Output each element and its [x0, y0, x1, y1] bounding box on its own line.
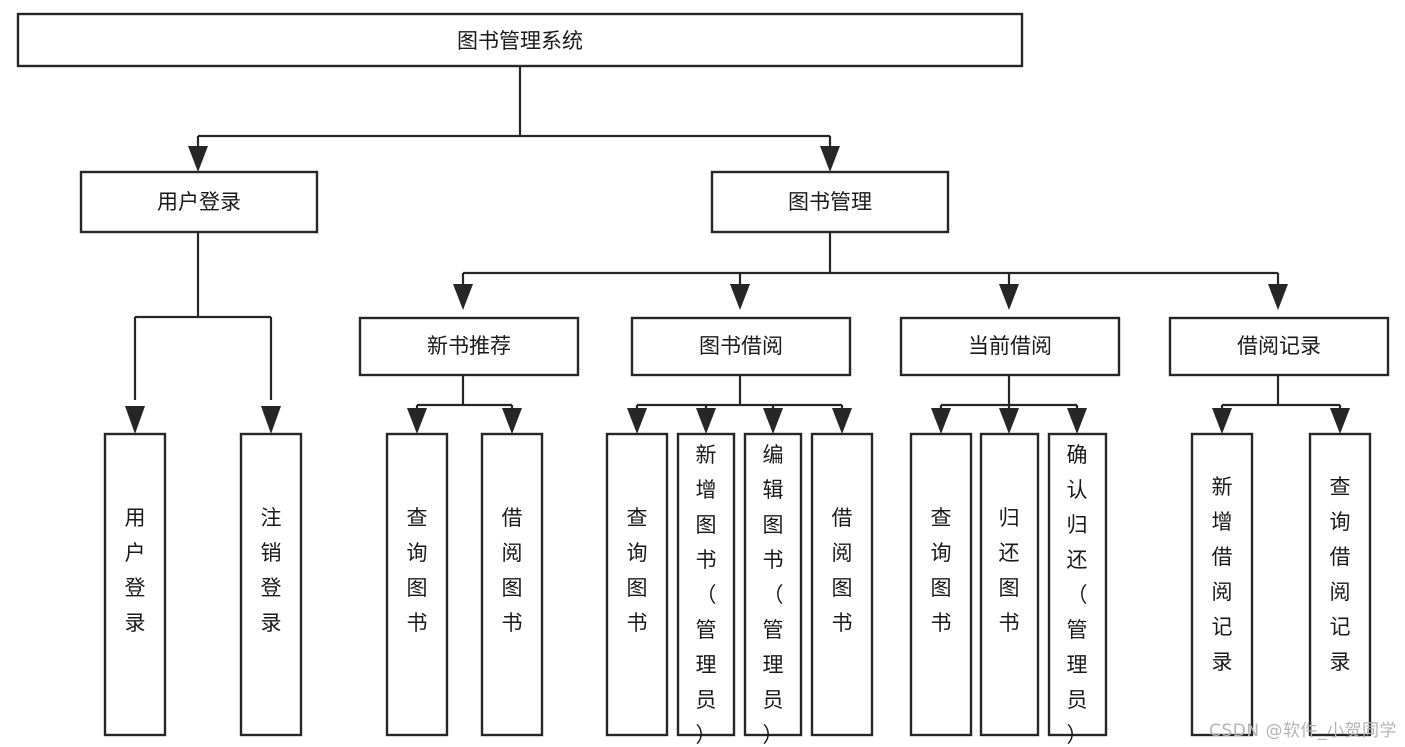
node-new-book-recommend-label: 新书推荐 — [427, 334, 511, 358]
node-current-borrow[interactable]: 当前借阅 — [899, 316, 1121, 377]
node-leaf-add-book-label: 新增图书（管理员） — [696, 443, 717, 747]
arrowhead-layer — [125, 146, 1350, 434]
edge-borrowrecord-to-leaf-bus — [1220, 375, 1342, 424]
node-new-book-recommend[interactable]: 新书推荐 — [358, 316, 580, 377]
node-leaf-user-login-label: 用户登录 — [125, 506, 146, 635]
node-book-management-label: 图书管理 — [788, 190, 872, 214]
node-leaf-query-record-label: 查询借阅记录 — [1330, 475, 1351, 674]
node-leaf-edit-book-label: 编辑图书（管理员） — [763, 443, 784, 747]
arrowhead-icon — [999, 284, 1019, 310]
node-leaf-query-book-1-label: 查询图书 — [407, 506, 428, 635]
node-leaf-query-book-3-label: 查询图书 — [931, 506, 952, 635]
edge-bookborrow-to-leaf-bus — [635, 375, 844, 424]
arrowhead-icon — [502, 408, 522, 434]
node-leaf-user-login-box[interactable] — [103, 432, 167, 737]
arrowhead-icon — [125, 406, 145, 434]
node-leaf-logout-login-box[interactable] — [239, 432, 303, 737]
edge-userlogin-to-leaf-bus — [133, 232, 273, 400]
node-leaf-query-book-3-box[interactable] — [909, 432, 973, 737]
arrowhead-icon — [188, 146, 208, 172]
node-leaf-add-record[interactable]: 新增借阅记录 — [1190, 432, 1254, 737]
node-leaf-user-login[interactable]: 用户登录 — [103, 432, 167, 737]
arrowhead-icon — [763, 408, 783, 434]
node-book-borrow-box[interactable] — [630, 316, 852, 377]
arrowhead-icon — [407, 408, 427, 434]
arrowhead-icon — [1067, 408, 1087, 434]
arrowhead-icon — [696, 408, 716, 434]
node-leaf-query-book-3[interactable]: 查询图书 — [909, 432, 973, 737]
node-leaf-borrow-book-1[interactable]: 借阅图书 — [480, 432, 544, 737]
node-book-management-box[interactable] — [710, 170, 950, 234]
arrowhead-icon — [453, 284, 473, 310]
node-leaf-edit-book-box[interactable] — [743, 432, 803, 737]
node-book-borrow-label: 图书借阅 — [699, 334, 783, 358]
node-root[interactable]: 图书管理系统 — [16, 12, 1024, 68]
node-leaf-borrow-book-1-label: 借阅图书 — [502, 506, 523, 635]
node-leaf-query-book-2-box[interactable] — [605, 432, 669, 737]
node-current-borrow-box[interactable] — [899, 316, 1121, 377]
node-leaf-add-book-box[interactable] — [676, 432, 736, 737]
node-leaf-borrow-book-2-label: 借阅图书 — [832, 506, 853, 635]
node-leaf-logout-login[interactable]: 注销登录 — [239, 432, 303, 737]
node-leaf-query-book-2[interactable]: 查询图书 — [605, 432, 669, 737]
node-user-login-label: 用户登录 — [157, 190, 241, 214]
node-user-login[interactable]: 用户登录 — [79, 170, 319, 234]
node-leaf-query-book-1-box[interactable] — [385, 432, 449, 737]
node-current-borrow-label: 当前借阅 — [968, 334, 1052, 358]
node-book-borrow[interactable]: 图书借阅 — [630, 316, 852, 377]
node-book-management[interactable]: 图书管理 — [710, 170, 950, 234]
node-user-login-box[interactable] — [79, 170, 319, 234]
node-leaf-confirm-return-box[interactable] — [1047, 432, 1108, 737]
edge-root-to-level2-bus — [196, 66, 832, 158]
node-leaf-borrow-book-2[interactable]: 借阅图书 — [810, 432, 874, 737]
node-leaf-return-book-box[interactable] — [979, 432, 1040, 737]
arrowhead-icon — [999, 408, 1019, 434]
node-root-label: 图书管理系统 — [457, 29, 583, 53]
arrowhead-icon — [820, 146, 840, 172]
node-root-box[interactable] — [16, 12, 1024, 68]
node-leaf-return-book-label: 归还图书 — [999, 506, 1020, 635]
node-new-book-recommend-box[interactable] — [358, 316, 580, 377]
arrowhead-icon — [931, 408, 951, 434]
node-borrow-record-label: 借阅记录 — [1237, 334, 1321, 358]
node-leaf-borrow-book-2-box[interactable] — [810, 432, 874, 737]
node-leaf-return-book[interactable]: 归还图书 — [979, 432, 1040, 737]
arrowhead-icon — [261, 406, 281, 434]
node-leaf-borrow-book-1-box[interactable] — [480, 432, 544, 737]
arrowhead-icon — [1268, 284, 1288, 310]
node-leaf-add-book[interactable]: 新增图书（管理员） — [676, 432, 736, 747]
node-leaf-query-record[interactable]: 查询借阅记录 — [1308, 432, 1372, 737]
edge-bookmgmt-to-level3-bus — [461, 232, 1280, 296]
node-leaf-confirm-return-label: 确认归还（管理员） — [1067, 443, 1088, 747]
node-borrow-record-box[interactable] — [1168, 316, 1390, 377]
node-leaf-add-record-label: 新增借阅记录 — [1212, 475, 1233, 674]
node-leaf-query-book-1[interactable]: 查询图书 — [385, 432, 449, 737]
arrowhead-icon — [627, 408, 647, 434]
arrowhead-icon — [1330, 408, 1350, 434]
csdn-watermark: CSDN @软件_小贺同学 — [1209, 721, 1397, 741]
node-leaf-add-record-box[interactable] — [1190, 432, 1254, 737]
arrowhead-icon — [1212, 408, 1232, 434]
node-leaf-query-book-2-label: 查询图书 — [627, 506, 648, 635]
arrowhead-icon — [832, 408, 852, 434]
edge-newbook-to-leaf-bus — [415, 375, 514, 424]
node-borrow-record[interactable]: 借阅记录 — [1168, 316, 1390, 377]
arrowhead-icon — [730, 284, 750, 310]
node-leaf-edit-book[interactable]: 编辑图书（管理员） — [743, 432, 803, 747]
node-leaf-query-record-box[interactable] — [1308, 432, 1372, 737]
node-leaf-logout-login-label: 注销登录 — [261, 506, 282, 635]
node-leaf-confirm-return[interactable]: 确认归还（管理员） — [1047, 432, 1108, 747]
